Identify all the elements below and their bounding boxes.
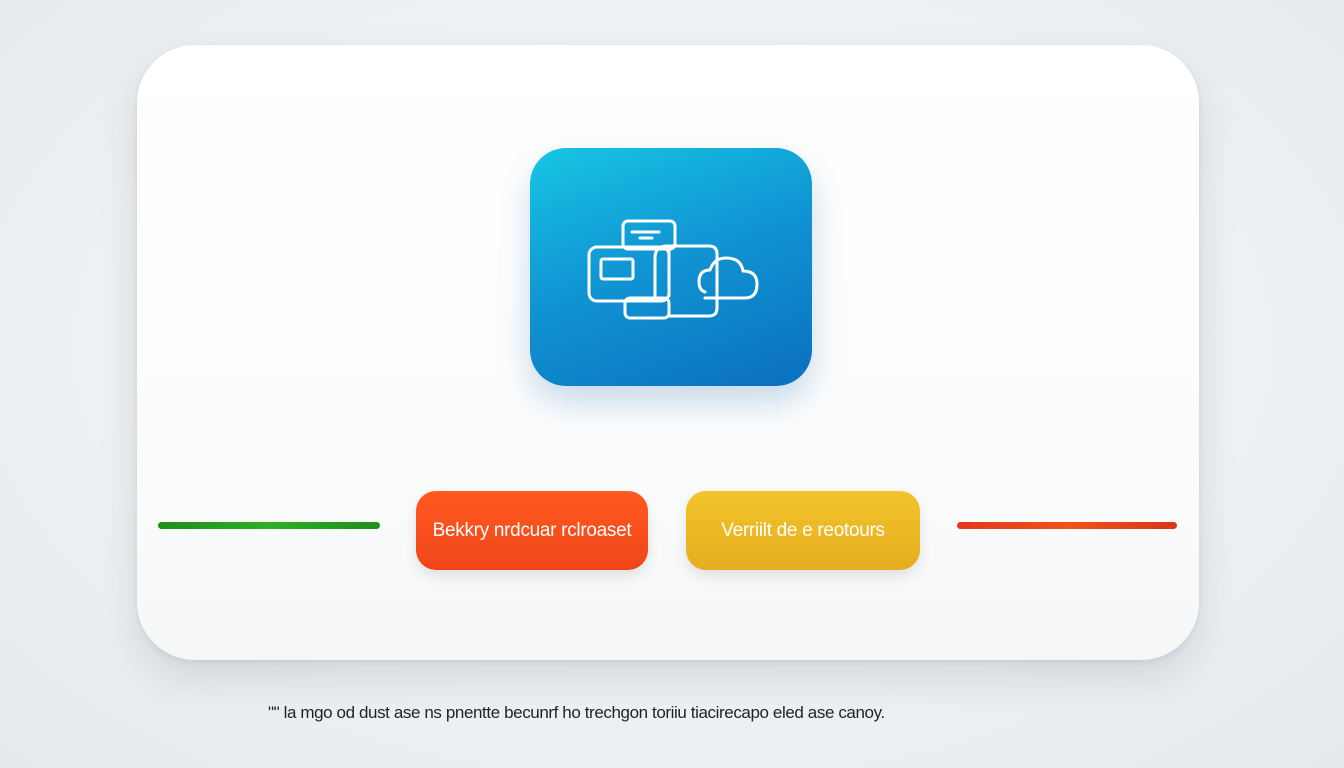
primary-action-button[interactable]: Bekkry nrdcuar rclroaset	[416, 491, 648, 570]
progress-line-left	[158, 522, 380, 529]
app-icon-tile[interactable]	[530, 148, 812, 386]
progress-line-right	[957, 522, 1177, 529]
secondary-action-button[interactable]: Verriilt de e reotours	[686, 491, 920, 570]
devices-cloud-icon	[587, 219, 759, 320]
caption-text: "" la mgo od dust ase ns pnentte becunrf…	[268, 703, 885, 722]
